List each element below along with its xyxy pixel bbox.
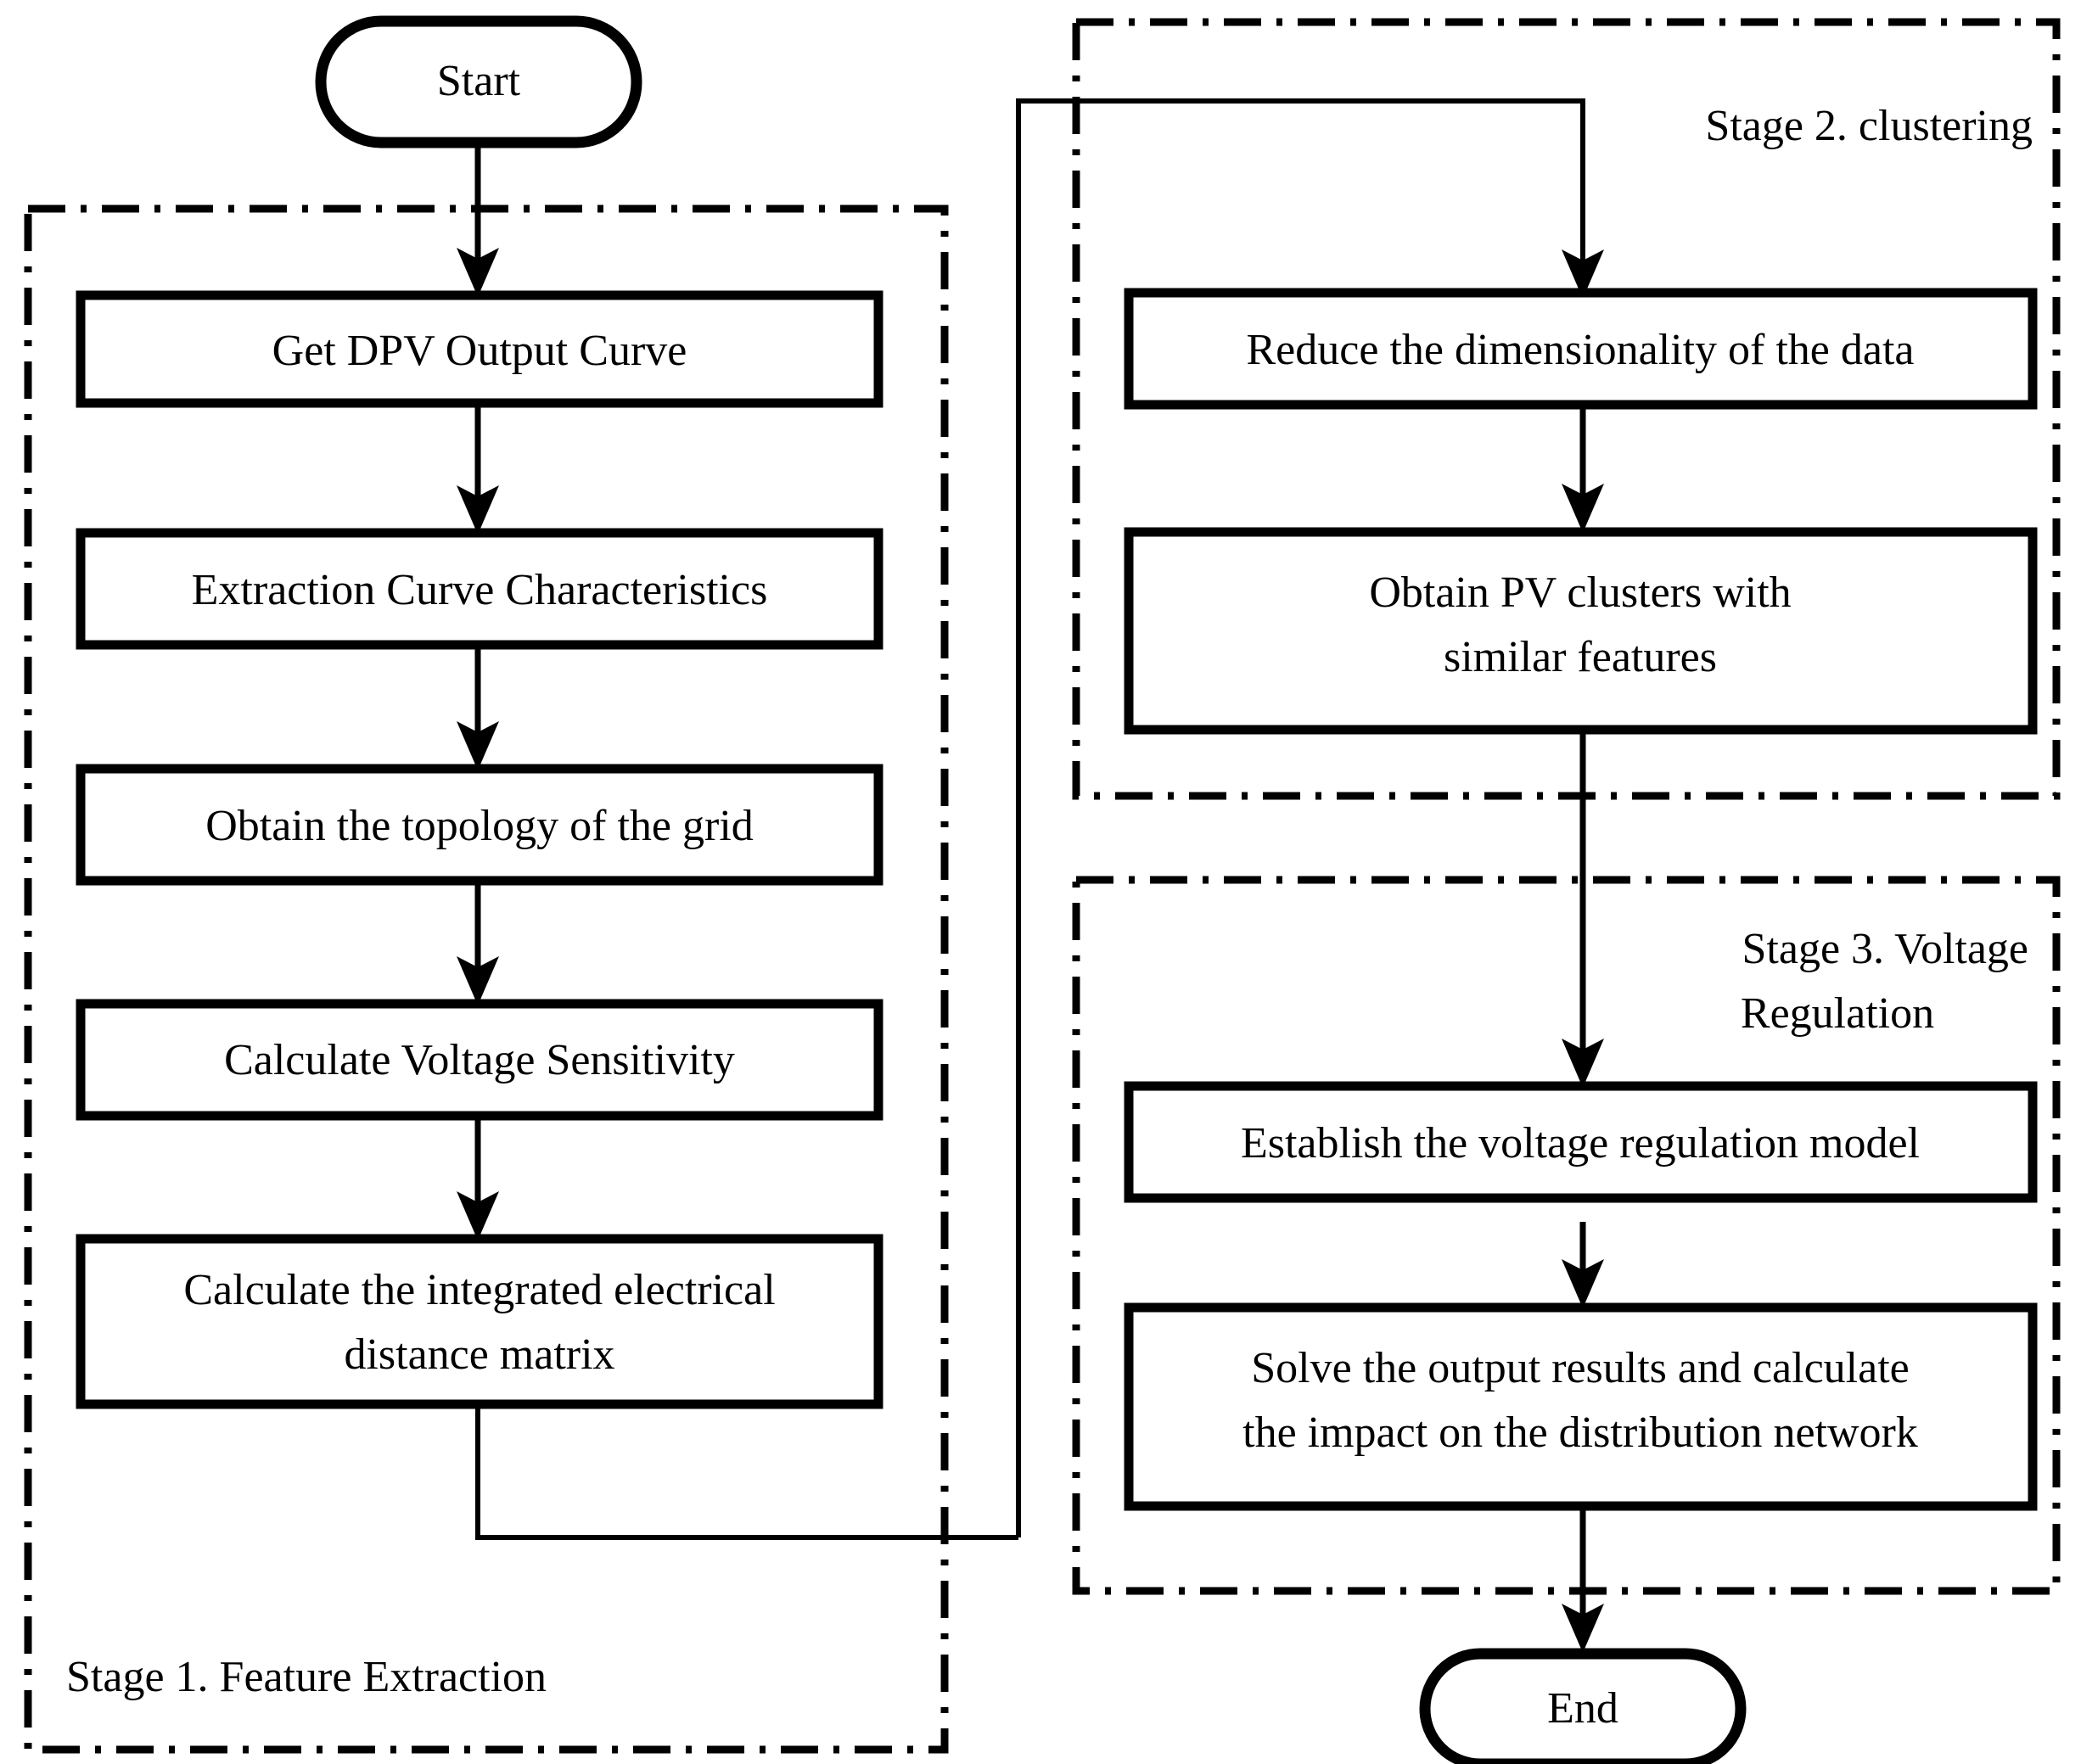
establish-voltage-regulation-model-label: Establish the voltage regulation model xyxy=(1241,1119,1920,1168)
connector-stage2-to-stage3 xyxy=(1562,730,1604,1088)
calculate-voltage-sensitivity-shape xyxy=(76,999,883,1121)
node-get-dpv-output-curve[interactable]: Get DPV Output Curve xyxy=(76,290,883,408)
obtain-topology-of-grid-shape xyxy=(76,764,883,886)
calculate-voltage-sensitivity-label: Calculate Voltage Sensitivity xyxy=(224,1036,735,1084)
connector-step1-to-step2 xyxy=(457,403,499,535)
get-dpv-output-curve-shape xyxy=(76,290,883,408)
stage-3-frame xyxy=(1072,876,2061,1595)
node-obtain-pv-clusters-similar-features[interactable]: Obtain PV clusters with similar features xyxy=(1124,527,2038,735)
node-calculate-integrated-electrical-distance-matrix[interactable]: Calculate the integrated electrical dist… xyxy=(76,1234,883,1409)
end-label: End xyxy=(1547,1684,1618,1733)
node-calculate-voltage-sensitivity[interactable]: Calculate Voltage Sensitivity xyxy=(76,999,883,1121)
obtain-topology-of-grid-label: Obtain the topology of the grid xyxy=(205,802,754,850)
start-label: Start xyxy=(437,57,521,105)
solve-output-results-calculate-impact-shape xyxy=(1124,1302,2038,1511)
node-extraction-curve-characteristics[interactable]: Extraction Curve Characteristics xyxy=(76,528,883,650)
end-shape xyxy=(1419,1648,1747,1764)
reduce-dimensionality-of-data-shape xyxy=(1124,288,2038,410)
connector-stage3-step1-to-step2 xyxy=(1562,1222,1604,1308)
establish-voltage-regulation-model-shape xyxy=(1124,1081,2038,1203)
stage-3-label-line1: Stage 3. Voltage xyxy=(1742,925,2029,973)
connector-step2-to-step3 xyxy=(457,645,499,770)
extraction-curve-characteristics-shape xyxy=(76,528,883,650)
calculate-integrated-electrical-distance-matrix-label-line1: Calculate the integrated electrical xyxy=(183,1266,775,1314)
node-solve-output-results-calculate-impact[interactable]: Solve the output results and calculate t… xyxy=(1124,1302,2038,1511)
start-shape xyxy=(315,15,642,148)
calculate-integrated-electrical-distance-matrix-shape xyxy=(76,1234,883,1409)
stage-1-frame xyxy=(24,204,949,1754)
connector-stage2-step1-to-step2 xyxy=(1562,405,1604,533)
calculate-integrated-electrical-distance-matrix-label-line2: distance matrix xyxy=(344,1330,614,1379)
connector-stage3-to-end xyxy=(1562,1506,1604,1653)
connector-step4-to-step5 xyxy=(457,1116,499,1240)
obtain-pv-clusters-similar-features-label-line2: similar features xyxy=(1444,633,1717,681)
solve-output-results-calculate-impact-label-line2: the impact on the distribution network xyxy=(1242,1408,1918,1457)
node-end[interactable]: End xyxy=(1419,1648,1747,1764)
connector-stage1-to-stage2 xyxy=(475,98,1604,1540)
node-reduce-dimensionality-of-data[interactable]: Reduce the dimensionality of the data xyxy=(1124,288,2038,410)
node-establish-voltage-regulation-model[interactable]: Establish the voltage regulation model xyxy=(1124,1081,2038,1203)
connector-step3-to-step4 xyxy=(457,881,499,1005)
extraction-curve-characteristics-label: Extraction Curve Characteristics xyxy=(192,566,768,614)
get-dpv-output-curve-label: Get DPV Output Curve xyxy=(272,327,687,375)
reduce-dimensionality-of-data-label: Reduce the dimensionality of the data xyxy=(1247,326,1915,374)
node-obtain-topology-of-grid[interactable]: Obtain the topology of the grid xyxy=(76,764,883,886)
stage-2-label: Stage 2. clustering xyxy=(1705,102,2033,150)
obtain-pv-clusters-similar-features-label-line1: Obtain PV clusters with xyxy=(1369,568,1791,617)
obtain-pv-clusters-similar-features-shape xyxy=(1124,527,2038,735)
solve-output-results-calculate-impact-label-line1: Solve the output results and calculate xyxy=(1251,1344,1909,1392)
stage-3-label-line2: Regulation xyxy=(1741,989,1934,1038)
stage-1-label: Stage 1. Feature Extraction xyxy=(66,1653,547,1701)
node-start[interactable]: Start xyxy=(315,15,642,148)
stage-2-frame xyxy=(1072,18,2061,800)
connector-start-to-step1 xyxy=(457,143,499,297)
